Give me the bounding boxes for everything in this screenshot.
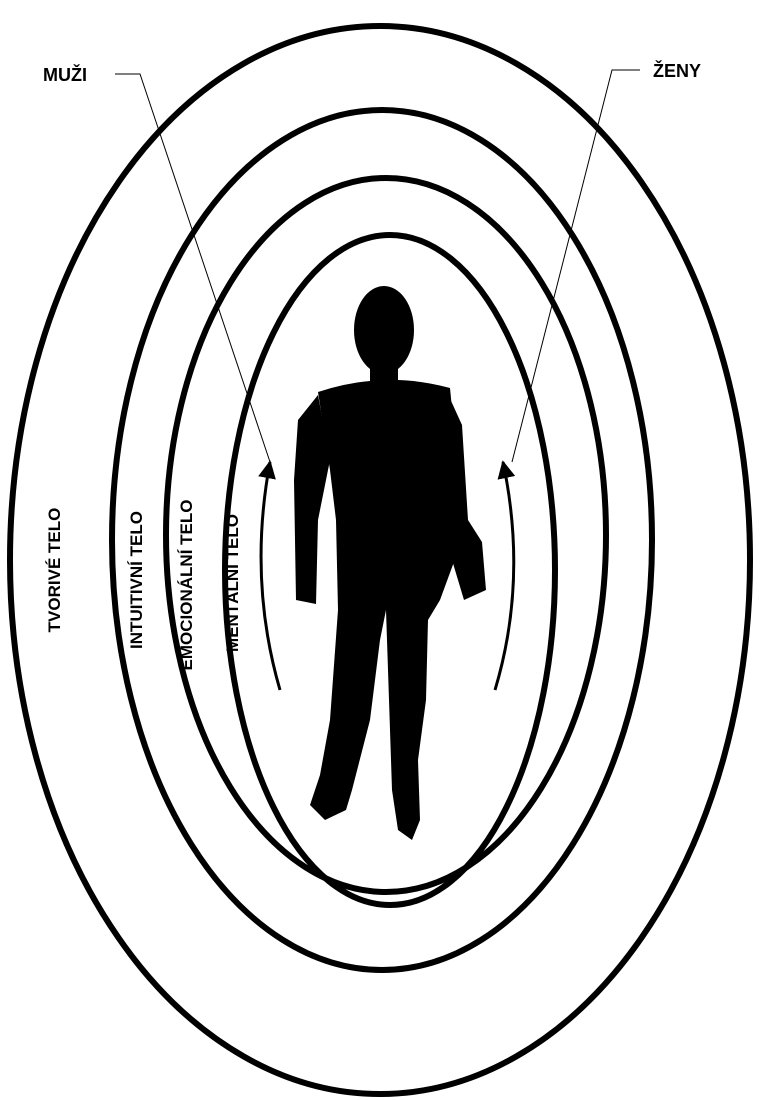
left-flow-arrow bbox=[261, 462, 280, 690]
creative-body-label: TVORIVÉ TELO bbox=[45, 508, 64, 633]
mental-body-label: MENTÁLNÍ TELO bbox=[223, 514, 242, 652]
emotional-body-label: EMOCIONÁLNÍ TELO bbox=[177, 500, 196, 671]
women-label: ŽENY bbox=[653, 60, 701, 81]
men-label: MUŽI bbox=[43, 64, 87, 85]
intuitive-body-label: INTUITIVNÍ TELO bbox=[127, 511, 146, 649]
human-silhouette bbox=[294, 286, 486, 840]
right-flow-arrow bbox=[495, 462, 514, 690]
